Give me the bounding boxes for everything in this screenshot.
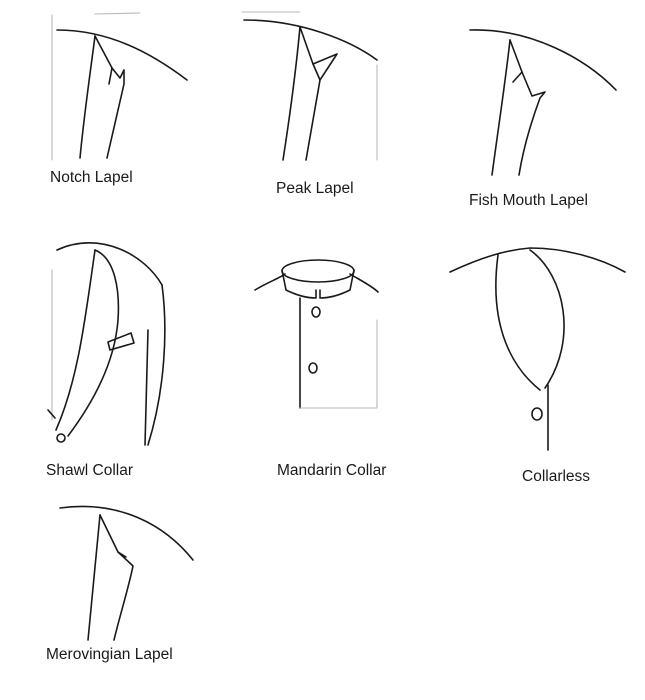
peak-lapel-label: Peak Lapel	[276, 180, 354, 197]
fish-mouth-lapel-illustration	[469, 29, 617, 176]
mandarin-collar-illustration	[254, 259, 379, 409]
mandarin-collar-label: Mandarin Collar	[277, 462, 387, 479]
collarless-illustration	[449, 247, 626, 451]
notch-lapel-illustration	[51, 12, 188, 161]
shawl-collar-label: Shawl Collar	[46, 462, 134, 479]
merovingian-lapel-label: Merovingian Lapel	[46, 646, 173, 663]
shawl-collar-illustration	[47, 242, 166, 446]
fish-mouth-lapel-label: Fish Mouth Lapel	[469, 192, 588, 209]
notch-lapel-label: Notch Lapel	[50, 169, 133, 186]
merovingian-lapel-illustration	[59, 505, 194, 641]
peak-lapel-illustration	[241, 11, 378, 161]
collarless-label: Collarless	[522, 468, 591, 485]
